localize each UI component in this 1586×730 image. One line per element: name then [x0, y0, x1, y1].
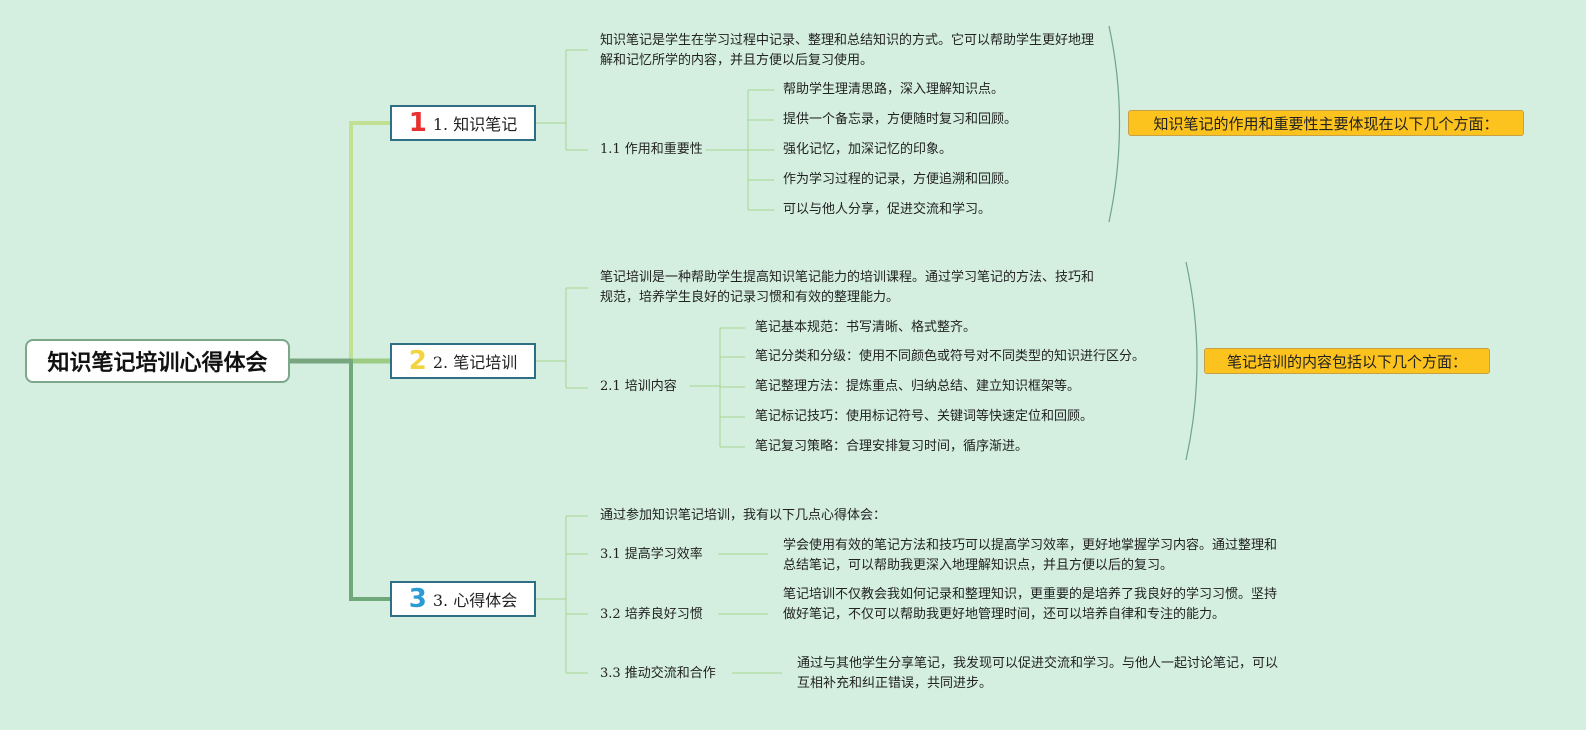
subtopic-2-1[interactable]: 2.1 培训内容 [600, 379, 677, 394]
list-item: 提供一个备忘录，方便随时复习和回顾。 [783, 112, 1018, 127]
bracket-1 [1108, 25, 1121, 223]
detail-text-3-1: 学会使用有效的笔记方法和技巧可以提高学习效率，更好地掌握学习内容。通过整理和总结… [783, 538, 1278, 573]
list-item: 笔记基本规范：书写清晰、格式整齐。 [755, 320, 977, 335]
bracket-2 [1185, 261, 1198, 461]
list-item: 帮助学生理清思路，深入理解知识点。 [783, 82, 1005, 97]
list-item: 强化记忆，加深记忆的印象。 [783, 142, 953, 157]
number-3-icon: 3 [408, 584, 427, 614]
intro-text-1: 知识笔记是学生在学习过程中记录、整理和总结知识的方式。它可以帮助学生更好地理解和… [600, 33, 1095, 68]
subtopic-3-2[interactable]: 3.2 培养良好习惯 [600, 607, 703, 622]
branch-label: 2. 笔记培训 [432, 353, 518, 372]
subtopic-3-3[interactable]: 3.3 推动交流和合作 [600, 666, 716, 681]
branch-node-1[interactable]: 1 1. 知识笔记 [390, 105, 536, 141]
branch-label: 1. 知识笔记 [432, 115, 518, 134]
intro-text-3: 通过参加知识笔记培训，我有以下几点心得体会： [600, 508, 887, 523]
branch-label: 3. 心得体会 [432, 591, 518, 610]
list-item: 可以与他人分享，促进交流和学习。 [783, 202, 992, 217]
callout-2[interactable]: 笔记培训的内容包括以下几个方面： [1204, 348, 1490, 374]
number-1-icon: 1 [408, 108, 427, 138]
callout-1[interactable]: 知识笔记的作用和重要性主要体现在以下几个方面： [1128, 110, 1524, 136]
root-node[interactable]: 知识笔记培训心得体会 [25, 339, 290, 383]
list-item: 笔记整理方法：提炼重点、归纳总结、建立知识框架等。 [755, 379, 1081, 394]
detail-text-3-2: 笔记培训不仅教会我如何记录和整理知识，更重要的是培养了我良好的学习习惯。坚持做好… [783, 587, 1278, 622]
number-2-icon: 2 [408, 346, 427, 376]
branch-node-2[interactable]: 2 2. 笔记培训 [390, 343, 536, 379]
list-item: 笔记分类和分级：使用不同颜色或符号对不同类型的知识进行区分。 [755, 349, 1146, 364]
list-item: 作为学习过程的记录，方便追溯和回顾。 [783, 172, 1018, 187]
connector-root-b1 [290, 121, 390, 363]
connector-root-b3 [290, 359, 390, 601]
subtopic-1-1[interactable]: 1.1 作用和重要性 [600, 142, 703, 157]
list-item: 笔记标记技巧：使用标记符号、关键词等快速定位和回顾。 [755, 409, 1094, 424]
subtopic-3-1[interactable]: 3.1 提高学习效率 [600, 547, 703, 562]
detail-text-3-3: 通过与其他学生分享笔记，我发现可以促进交流和学习。与他人一起讨论笔记，可以互相补… [797, 656, 1279, 691]
branch-node-3[interactable]: 3 3. 心得体会 [390, 581, 536, 617]
list-item: 笔记复习策略：合理安排复习时间，循序渐进。 [755, 439, 1029, 454]
intro-text-2: 笔记培训是一种帮助学生提高知识笔记能力的培训课程。通过学习笔记的方法、技巧和规范… [600, 270, 1095, 305]
